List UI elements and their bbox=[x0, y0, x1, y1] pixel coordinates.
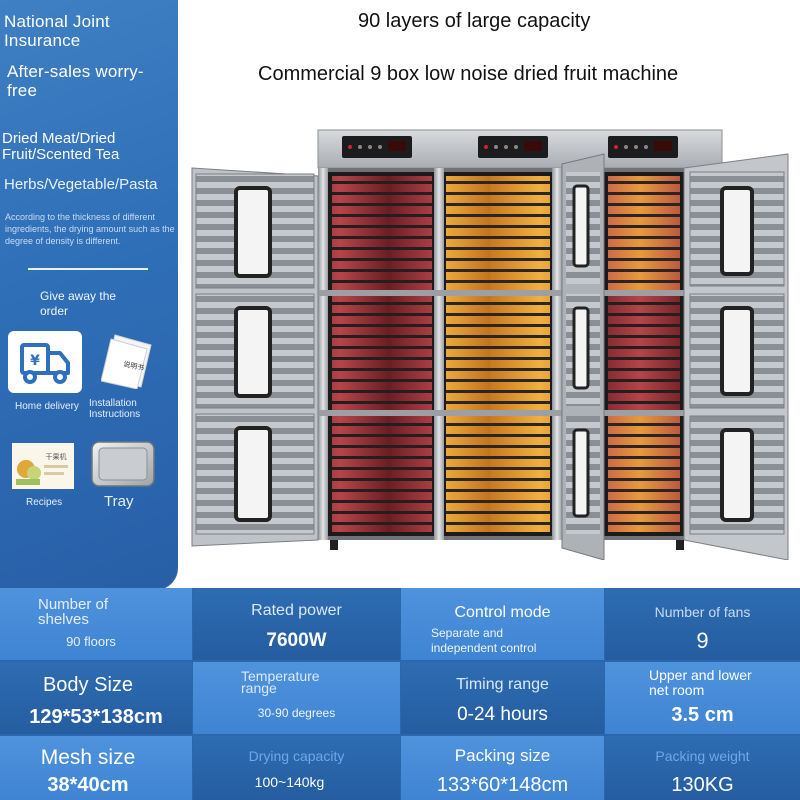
spec-label: Number of shelves bbox=[38, 596, 109, 628]
recipe-card: 干果机 bbox=[12, 443, 74, 489]
middle-door bbox=[561, 153, 605, 561]
spec-cell-mesh: Mesh size 38*40cm bbox=[0, 736, 192, 800]
spec-label: Packing weight bbox=[655, 748, 750, 764]
spec-label: Control mode bbox=[454, 604, 551, 621]
spec-cell-shelves: Number of shelves 90 floors bbox=[0, 588, 192, 660]
spec-value: 30-90 degrees bbox=[257, 706, 336, 720]
tray-card bbox=[90, 440, 156, 488]
spec-cell-packing-weight: Packing weight 130KG bbox=[605, 736, 800, 800]
spec-value: 0-24 hours bbox=[457, 704, 548, 725]
give-away-text: Give away the order bbox=[40, 289, 117, 318]
svg-text:说明书: 说明书 bbox=[123, 359, 145, 372]
tray-caption: Tray bbox=[104, 493, 134, 510]
spec-value: 3.5 cm bbox=[671, 704, 734, 726]
manual-icon: 说明书 bbox=[100, 334, 152, 390]
spec-cell-body-size: Body Size 129*53*138cm bbox=[0, 662, 192, 734]
spec-value: 129*53*138cm bbox=[29, 706, 163, 728]
spec-value: 9 bbox=[696, 628, 709, 653]
spec-value: 90 floors bbox=[66, 634, 116, 649]
svg-text:¥: ¥ bbox=[30, 353, 40, 369]
capacity-headline: 90 layers of large capacity bbox=[358, 10, 591, 32]
tray-icon bbox=[91, 441, 155, 487]
left-doors bbox=[191, 167, 319, 547]
spec-label: Rated power bbox=[251, 602, 342, 619]
control-panel-3 bbox=[608, 136, 678, 158]
svg-text:干果机: 干果机 bbox=[46, 452, 67, 461]
spec-cell-control: Control mode Separate and independent co… bbox=[401, 588, 604, 660]
spec-label: Body Size bbox=[42, 674, 134, 696]
panel-divider bbox=[28, 268, 148, 270]
home-delivery-caption: Home delivery bbox=[15, 401, 79, 412]
after-sales-text: After-sales worry-free bbox=[7, 62, 144, 100]
spec-label: Mesh size bbox=[40, 746, 136, 769]
spec-value: 38*40cm bbox=[47, 774, 129, 796]
spec-cell-net-room: Upper and lower net room 3.5 cm bbox=[605, 662, 800, 734]
uses-line-1: Dried Meat/Dried Fruit/Scented Tea bbox=[2, 130, 120, 163]
delivery-card: ¥ bbox=[8, 331, 82, 393]
spec-value: 133*60*148cm bbox=[436, 774, 569, 796]
uses-line-2: Herbs/Vegetable/Pasta bbox=[4, 176, 158, 193]
spec-cell-fans: Number of fans 9 bbox=[605, 588, 800, 660]
insurance-text: National Joint Insurance bbox=[4, 12, 110, 50]
spec-label: Timing range bbox=[456, 676, 549, 693]
spec-label: Temperature range bbox=[241, 668, 320, 696]
spec-label: Drying capacity bbox=[248, 748, 345, 764]
left-info-panel: National Joint Insurance After-sales wor… bbox=[0, 0, 178, 590]
installation-caption: Installation Instructions bbox=[89, 398, 141, 420]
spec-cell-packing-size: Packing size 133*60*148cm bbox=[401, 736, 604, 800]
recipes-caption: Recipes bbox=[26, 497, 63, 508]
spec-cell-temperature: Temperature range 30-90 degrees bbox=[193, 662, 400, 734]
control-panel-1 bbox=[342, 136, 412, 158]
spec-cell-power: Rated power 7600W bbox=[193, 588, 400, 660]
right-doors bbox=[683, 153, 789, 561]
spec-table: Number of shelves 90 floors Rated power … bbox=[0, 588, 800, 800]
spec-cell-timing: Timing range 0-24 hours bbox=[401, 662, 604, 734]
spec-label: Number of fans bbox=[654, 604, 751, 620]
product-headline: Commercial 9 box low noise dried fruit m… bbox=[258, 63, 679, 85]
density-note: According to the thickness of different … bbox=[5, 212, 175, 246]
delivery-truck-icon: ¥ bbox=[20, 343, 70, 384]
spec-value: Separate and independent control bbox=[431, 626, 537, 655]
spec-label: Upper and lower net room bbox=[649, 667, 752, 698]
recipe-book-icon: 干果机 bbox=[12, 443, 74, 489]
spec-value: 100~140kg bbox=[254, 774, 325, 790]
spec-cell-drying-capacity: Drying capacity 100~140kg bbox=[193, 736, 400, 800]
spec-value: 7600W bbox=[266, 630, 327, 651]
spec-value: 130KG bbox=[671, 774, 734, 796]
manual-card: 说明书 bbox=[100, 333, 153, 390]
dryer-machine-image bbox=[190, 128, 790, 561]
spec-label: Packing size bbox=[454, 746, 551, 765]
control-panel-2 bbox=[478, 136, 548, 158]
